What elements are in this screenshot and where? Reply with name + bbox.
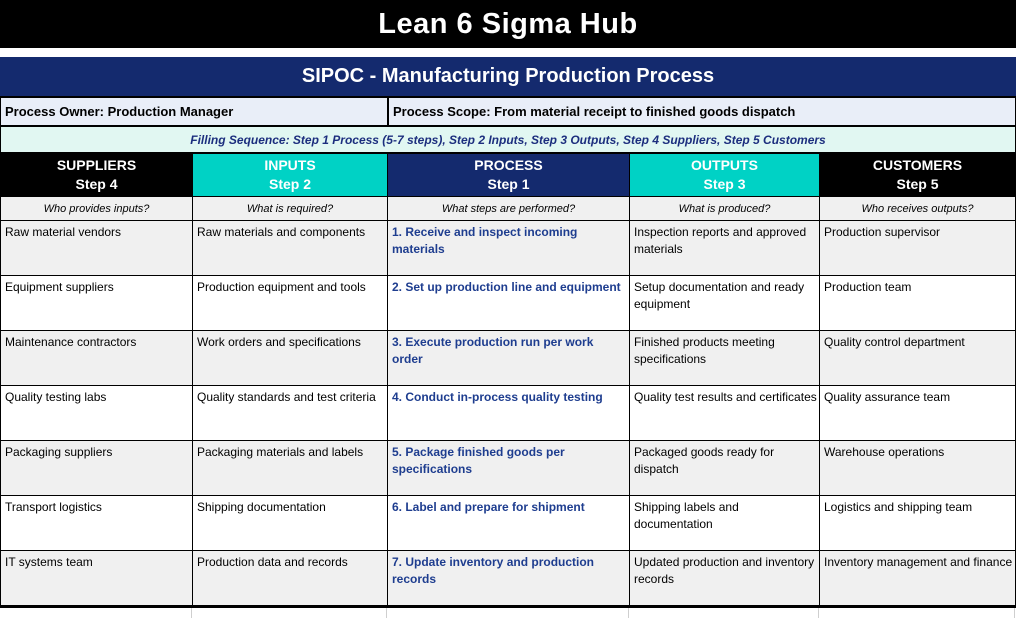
table-row: Raw material vendors Raw materials and c…: [0, 221, 1016, 276]
output-cell: Setup documentation and ready equipment: [630, 276, 820, 331]
output-cell: Shipping labels and documentation: [630, 496, 820, 551]
table-row: Equipment suppliers Production equipment…: [0, 276, 1016, 331]
customer-cell: Quality control department: [820, 331, 1016, 386]
header-suppliers-step: Step 4: [75, 176, 118, 192]
input-cell: Production data and records: [193, 551, 388, 606]
header-inputs-step: Step 2: [268, 176, 311, 192]
spacer: [0, 48, 1016, 57]
process-step-cell: 1. Receive and inspect incoming material…: [388, 221, 630, 276]
header-outputs: OUTPUTS Step 3: [630, 154, 820, 196]
input-cell: Quality standards and test criteria: [193, 386, 388, 441]
output-cell: Packaged goods ready for dispatch: [630, 441, 820, 496]
header-process: PROCESS Step 1: [388, 154, 630, 196]
subheader-process: What steps are performed?: [388, 196, 630, 221]
supplier-cell: Equipment suppliers: [1, 276, 193, 331]
process-step-cell: 7. Update inventory and production recor…: [388, 551, 630, 606]
subheader-outputs: What is produced?: [630, 196, 820, 221]
header-outputs-name: OUTPUTS: [691, 157, 758, 173]
subheader-customers: Who receives outputs?: [820, 196, 1016, 221]
header-outputs-step: Step 3: [703, 176, 746, 192]
input-cell: Shipping documentation: [193, 496, 388, 551]
input-cell: Raw materials and components: [193, 221, 388, 276]
process-step-cell: 5. Package finished goods per specificat…: [388, 441, 630, 496]
header-suppliers-name: SUPPLIERS: [56, 157, 137, 173]
supplier-cell: Maintenance contractors: [1, 331, 193, 386]
process-scope-cell: Process Scope: From material receipt to …: [393, 104, 796, 119]
customer-cell: Inventory management and finance: [820, 551, 1016, 606]
customer-cell: Quality assurance team: [820, 386, 1016, 441]
output-cell: Inspection reports and approved material…: [630, 221, 820, 276]
brand-title: Lean 6 Sigma Hub: [378, 7, 638, 40]
output-cell: Quality test results and certificates: [630, 386, 820, 441]
table-row: Transport logistics Shipping documentati…: [0, 496, 1016, 551]
process-step-cell: 3. Execute production run per work order: [388, 331, 630, 386]
output-cell: Updated production and inventory records: [630, 551, 820, 606]
supplier-cell: IT systems team: [1, 551, 193, 606]
supplier-cell: Raw material vendors: [1, 221, 193, 276]
process-owner-cell: Process Owner: Production Manager: [1, 98, 389, 125]
process-step-cell: 2. Set up production line and equipment: [388, 276, 630, 331]
subheader-suppliers: Who provides inputs?: [1, 196, 193, 221]
supplier-cell: Packaging suppliers: [1, 441, 193, 496]
header-customers: CUSTOMERS Step 5: [820, 154, 1016, 196]
header-process-name: PROCESS: [474, 157, 543, 173]
table-row: Packaging suppliers Packaging materials …: [0, 441, 1016, 496]
supplier-cell: Transport logistics: [1, 496, 193, 551]
column-header-row: SUPPLIERS Step 4 INPUTS Step 2 PROCESS S…: [0, 154, 1016, 196]
customer-cell: Production team: [820, 276, 1016, 331]
customer-cell: Logistics and shipping team: [820, 496, 1016, 551]
table-row: Quality testing labs Quality standards a…: [0, 386, 1016, 441]
header-process-step: Step 1: [487, 176, 530, 192]
meta-row: Process Owner: Production Manager Proces…: [0, 96, 1016, 127]
customer-cell: Warehouse operations: [820, 441, 1016, 496]
header-inputs: INPUTS Step 2: [193, 154, 388, 196]
header-inputs-name: INPUTS: [264, 157, 316, 173]
sipoc-title: SIPOC - Manufacturing Production Process: [301, 65, 715, 87]
table-body: Raw material vendors Raw materials and c…: [0, 221, 1016, 608]
subheader-inputs: What is required?: [193, 196, 388, 221]
table-row: IT systems team Production data and reco…: [0, 551, 1016, 606]
process-step-cell: 4. Conduct in-process quality testing: [388, 386, 630, 441]
partial-next-row: [0, 608, 1016, 618]
output-cell: Finished products meeting specifications: [630, 331, 820, 386]
customer-cell: Production supervisor: [820, 221, 1016, 276]
filling-sequence-banner: Filling Sequence: Step 1 Process (5-7 st…: [0, 127, 1016, 154]
sipoc-title-bar: SIPOC - Manufacturing Production Process: [0, 57, 1016, 96]
input-cell: Work orders and specifications: [193, 331, 388, 386]
header-suppliers: SUPPLIERS Step 4: [1, 154, 193, 196]
header-customers-name: CUSTOMERS: [872, 157, 963, 173]
header-customers-step: Step 5: [896, 176, 939, 192]
process-step-cell: 6. Label and prepare for shipment: [388, 496, 630, 551]
supplier-cell: Quality testing labs: [1, 386, 193, 441]
input-cell: Production equipment and tools: [193, 276, 388, 331]
brand-title-bar: Lean 6 Sigma Hub: [0, 0, 1016, 48]
question-row: Who provides inputs? What is required? W…: [0, 196, 1016, 221]
input-cell: Packaging materials and labels: [193, 441, 388, 496]
table-row: Maintenance contractors Work orders and …: [0, 331, 1016, 386]
